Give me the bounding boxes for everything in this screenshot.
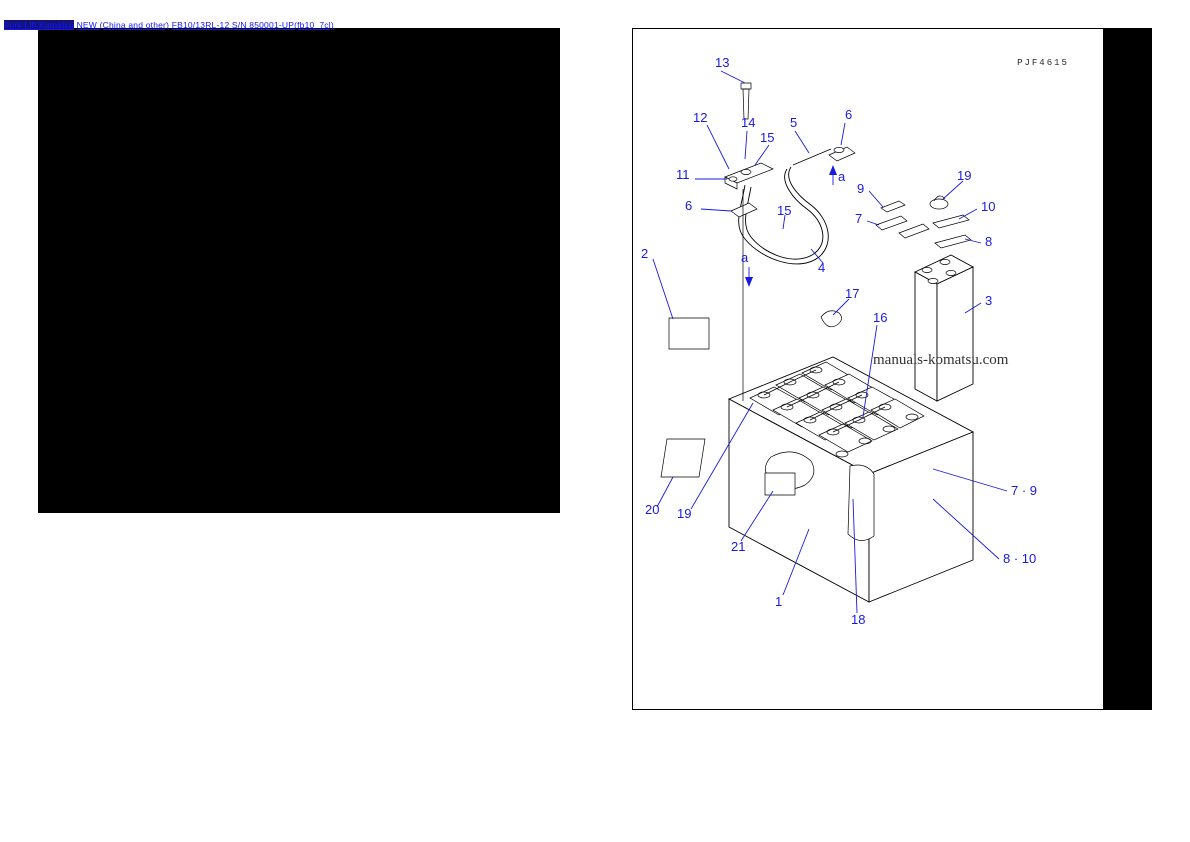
callout-2: 2 — [641, 246, 648, 261]
item-8-10-plates — [932, 214, 972, 249]
callout-21: 21 — [731, 539, 745, 554]
callout-11: 11 — [676, 167, 690, 182]
callout-6-top: 6 — [845, 107, 852, 122]
breadcrumb-item-2[interactable]: FB10/13RL-12 S/N 850001-UP(fb10_7cl) — [171, 20, 334, 30]
battery-assembly-parts-diagram: PJF4615 — [641, 55, 1069, 627]
callout-3: 3 — [985, 293, 992, 308]
thumbnail-panel — [38, 28, 560, 513]
callout-7: 7 — [855, 211, 862, 226]
item-19-cap — [929, 195, 949, 210]
page-gutter-right — [1098, 28, 1152, 710]
callout-13: 13 — [715, 55, 729, 70]
callout-9: 9 — [857, 181, 864, 196]
callout-labels: 13 12 14 15 5 6 11 a 6 15 9 19 7 10 8 4 … — [641, 55, 1037, 627]
leader-lines — [652, 70, 1008, 614]
item-2-20-plates — [660, 317, 710, 478]
section-arrows — [745, 165, 837, 287]
callout-19-bottom: 19 — [677, 506, 691, 521]
battery-cable-assembly — [724, 82, 856, 401]
callout-17: 17 — [845, 286, 859, 301]
sheet-code-label: PJF4615 — [1017, 58, 1069, 68]
callout-8: 8 — [985, 234, 992, 249]
callout-a-top: a — [838, 169, 846, 184]
callout-8-10: 8 · 10 — [1003, 551, 1036, 566]
callout-5: 5 — [790, 115, 797, 130]
callout-15-mid: 15 — [777, 203, 791, 218]
callout-4: 4 — [818, 260, 825, 275]
breadcrumb: Fork Lift Komatsu NEW (China and other) … — [4, 20, 334, 30]
callout-a-mid: a — [741, 250, 749, 265]
drawing-panel: PJF4615 — [632, 28, 1104, 710]
callout-18: 18 — [851, 612, 865, 627]
callout-19-top: 19 — [957, 168, 971, 183]
callout-15-top: 15 — [760, 130, 774, 145]
callout-6-left: 6 — [685, 198, 692, 213]
callout-7-9: 7 · 9 — [1011, 483, 1037, 498]
breadcrumb-item-0[interactable]: Fork Lift Komatsu — [4, 20, 75, 30]
item-3-cell — [914, 254, 974, 402]
callout-1: 1 — [775, 594, 782, 609]
callout-20: 20 — [645, 502, 659, 517]
battery-cells — [749, 361, 925, 458]
callout-14: 14 — [741, 115, 755, 130]
item-7-9-plates — [875, 200, 930, 239]
callout-10: 10 — [981, 199, 995, 214]
breadcrumb-item-1[interactable]: NEW (China and other) — [76, 20, 170, 30]
watermark-label: manuals-komatsu.com — [873, 352, 1009, 368]
case-front-features — [764, 451, 875, 541]
callout-12: 12 — [693, 110, 707, 125]
callout-16: 16 — [873, 310, 887, 325]
